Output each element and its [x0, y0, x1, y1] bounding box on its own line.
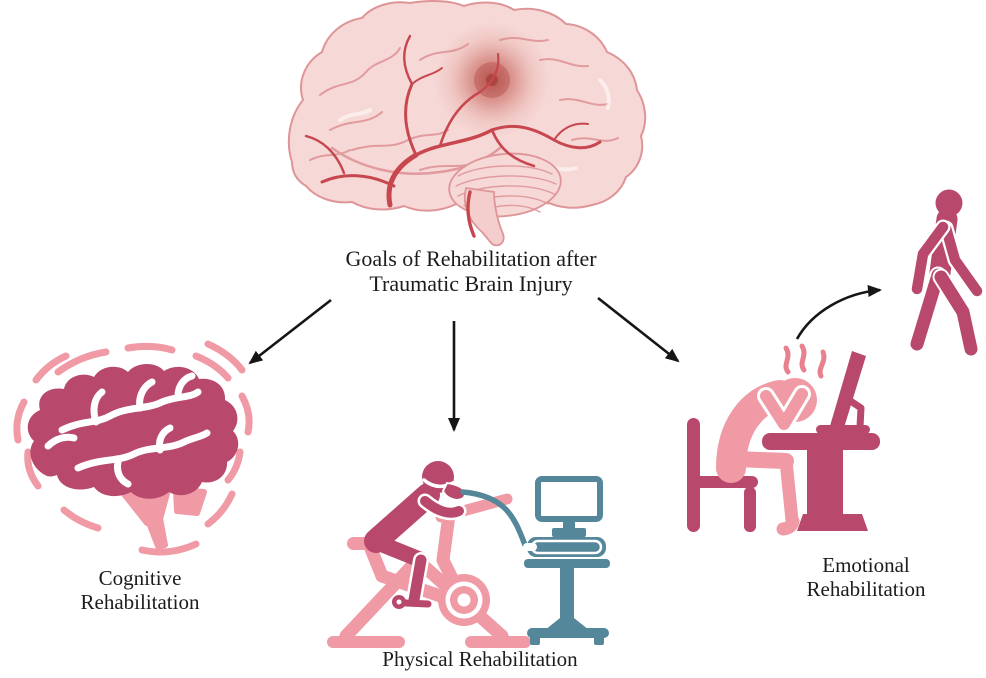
desk: [762, 433, 880, 531]
injured-brain-illustration-icon: [287, 0, 647, 247]
diagram-title: Goals of Rehabilitation after Traumatic …: [271, 246, 671, 296]
emotional-rehabilitation-label: Emotional Rehabilitation: [806, 553, 926, 601]
stressed-person: [716, 378, 817, 536]
oxygen-tube: [460, 489, 528, 548]
title-line-2: Traumatic Brain Injury: [369, 271, 573, 297]
cart-monitor: [535, 476, 603, 522]
desk-computer: [816, 351, 870, 434]
stress-squiggles: [783, 343, 827, 379]
title-line-1: Goals of Rehabilitation after: [345, 246, 597, 271]
cognitive-rehabilitation-label: Cognitive Rehabilitation: [80, 566, 200, 614]
arrow-to-cognitive: [248, 298, 332, 365]
brain-folds: [44, 372, 211, 488]
exercise-bike-icon: [327, 461, 610, 648]
hands-on-head: [760, 388, 808, 430]
recovery-curved-arrow: [795, 285, 882, 340]
cyclist-person: [364, 461, 467, 609]
arrow-to-emotional: [597, 296, 680, 363]
bike-wheel: [438, 574, 490, 626]
brain-stem-light: [121, 487, 207, 549]
walking-person-icon: [908, 189, 985, 358]
monitoring-cart: [523, 476, 610, 645]
motion-arcs: [13, 340, 253, 556]
physical-rehabilitation-label: Physical Rehabilitation: [382, 647, 578, 671]
stressed-person-desk-icon: [687, 343, 880, 536]
stationary-bike: [327, 493, 531, 648]
shaking-brain-icon: [13, 340, 253, 556]
breathing-mask: [442, 482, 467, 501]
brain-arteries: [304, 34, 602, 238]
